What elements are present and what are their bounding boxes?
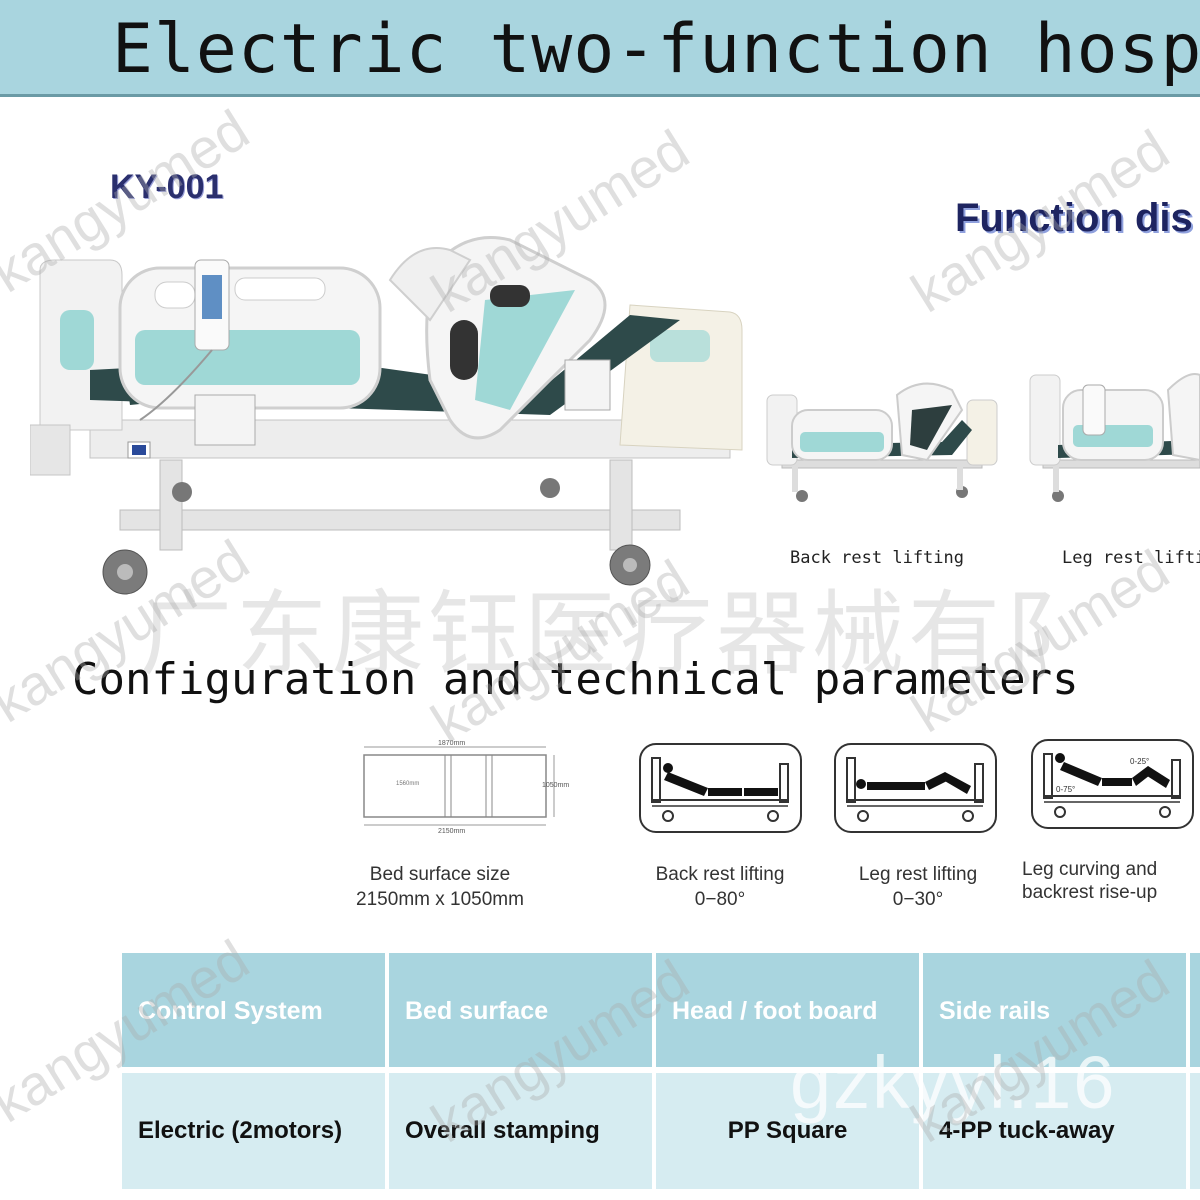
leg-curving-caption-line2: backrest rise-up [1022,882,1158,903]
leg-lift-caption-line1: Leg rest lifting [858,864,978,885]
table-cell-bed-surface: Overall stamping [389,1073,652,1189]
back-rest-caption: Back rest lifting [790,548,964,568]
back-lift-caption-line1: Back rest lifting [655,864,785,885]
length-label: 1870mm [438,740,465,747]
url-watermark: gzkyyl.16 [790,1041,1117,1124]
table-cell-side-rails: 4-PP tuck-away [923,1073,1186,1189]
bed-size-caption-line1: Bed surface size [369,864,511,885]
inner-label: 1560mm [396,781,419,787]
leg-curving-caption-line1: Leg curving and [1022,859,1158,880]
total-label: 2150mm [438,828,465,835]
bed-size-caption: Bed surface size 2150mm x 1050mm [320,862,560,912]
bed-size-diagram: 1870mm 1560mm 1050mm 2150mm [350,735,580,835]
leg-rest-caption: Leg rest lifti [1062,548,1200,568]
table-header-bed-surface: Bed surface [389,953,652,1067]
table-cell-overflow [1190,1073,1200,1189]
table-header-side-rails: Side rails [923,953,1186,1067]
leg-rest-lifting-icon [833,742,998,834]
table-cell-head-foot-board: PP Square [656,1073,919,1189]
leg-lift-caption: Leg rest lifting 0−30° [828,862,1008,912]
leg-curving-icon: 0-75° 0-25° [1030,738,1195,830]
curve-leg-angle: 0-25° [1130,757,1149,766]
main-bed-photo [30,220,770,600]
back-rest-photo [762,350,1002,510]
leg-lift-caption-line2: 0−30° [892,889,944,910]
back-lift-caption-line2: 0−80° [694,889,746,910]
config-section-title: Configuration and technical parameters [72,654,1079,705]
width-label: 1050mm [542,782,569,789]
back-lift-caption: Back rest lifting 0−80° [630,862,810,912]
leg-rest-photo [1028,350,1200,510]
spec-table: Control System Bed surface Head / foot b… [122,953,1200,1189]
company-watermark: 广东康钰医疗器械有阝 [140,581,1101,688]
table-cell-control-system: Electric (2motors) [122,1073,385,1189]
back-rest-lifting-icon [638,742,803,834]
table-header-head-foot-board: Head / foot board [656,953,919,1067]
header-banner: Electric two-function hospi [0,0,1200,97]
function-display-title: Function dis [955,196,1193,240]
bed-size-caption-line2: 2150mm x 1050mm [356,889,524,910]
model-label: KY-001 [110,168,224,206]
table-header-control-system: Control System [122,953,385,1067]
table-header-overflow [1190,953,1200,1067]
page-title: Electric two-function hospi [112,10,1200,89]
curve-back-angle: 0-75° [1056,785,1075,794]
leg-curving-caption: Leg curving and backrest rise-up [1022,858,1192,904]
